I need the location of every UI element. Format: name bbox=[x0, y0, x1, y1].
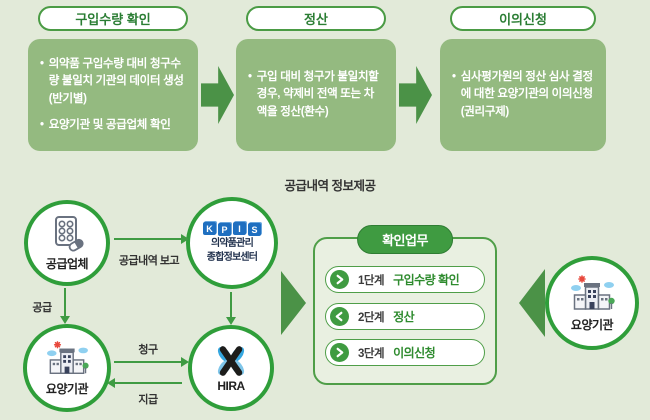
hospital-icon bbox=[571, 275, 615, 310]
node-care-right-label: 요양기관 bbox=[570, 318, 614, 332]
task-step-2-name: 정산 bbox=[393, 310, 415, 324]
node-care-institution-right: 요양기관 bbox=[545, 256, 639, 350]
diagram-section-title: 공급내역 정보제공 bbox=[284, 179, 376, 193]
bullet-item: • 구입 대비 청구가 불일치할 경우, 약제비 전액 또는 차액을 정산(환수… bbox=[248, 69, 384, 121]
chevron-right-icon bbox=[330, 343, 349, 362]
process-step-1-header: 구입수량 확인 bbox=[38, 6, 188, 31]
flow-arrow-right-icon bbox=[399, 66, 432, 124]
bullet-text: 구입 대비 청구가 불일치할 경우, 약제비 전액 또는 차액을 정산(환수) bbox=[256, 71, 379, 118]
bullet-marker: • bbox=[452, 71, 456, 84]
node-hira: HIRA bbox=[188, 325, 274, 411]
task-step-1-stage: 1단계 bbox=[358, 274, 385, 287]
process-step-3-header: 이의신청 bbox=[449, 6, 597, 31]
kpis-logo-letter: I bbox=[233, 222, 246, 235]
chevron-left-icon bbox=[330, 307, 349, 326]
bullet-marker: • bbox=[40, 118, 44, 131]
process-step-2-body: • 구입 대비 청구가 불일치할 경우, 약제비 전액 또는 차액을 정산(환수… bbox=[236, 39, 396, 151]
process-step-1: 구입수량 확인 • 의약품 구입수량 대비 청구수량 불일치 기관의 데이터 생… bbox=[28, 6, 198, 151]
bullet-item: • 의약품 구입수량 대비 청구수량 불일치 기관의 데이터 생성(반기별) bbox=[40, 56, 186, 108]
task-step-1: 1단계 구입수량 확인 bbox=[325, 266, 485, 293]
bullet-text: 의약품 구입수량 대비 청구수량 불일치 기관의 데이터 생성(반기별) bbox=[48, 58, 184, 105]
kpis-logo-letter: S bbox=[248, 223, 261, 236]
bullet-marker: • bbox=[40, 58, 44, 70]
bullet-text: 심사평가원의 정산 심사 결정에 대한 요양기관의 이의신청(권리구제) bbox=[460, 71, 593, 118]
arrow-supply-report-icon bbox=[114, 234, 189, 244]
bullet-item: • 요양기관 및 공급업체 확인 bbox=[40, 117, 186, 134]
edge-label-supply-report: 공급내역 보고 bbox=[118, 255, 180, 267]
task-step-3-stage: 3단계 bbox=[358, 347, 385, 360]
node-kpis: K P I S 의약품관리 종합정보센터 bbox=[186, 197, 278, 289]
task-step-1-name: 구입수량 확인 bbox=[393, 273, 460, 287]
arrow-payment-icon bbox=[107, 378, 182, 388]
node-kpis-label-line1: 의약품관리 bbox=[210, 238, 254, 249]
process-step-2-header: 정산 bbox=[245, 6, 387, 31]
node-kpis-label-line2: 종합정보센터 bbox=[206, 251, 258, 263]
kpis-logo-letter: K bbox=[203, 222, 216, 235]
arrow-claim-icon bbox=[114, 357, 189, 367]
big-arrow-right-icon bbox=[281, 271, 306, 335]
hira-logo-icon bbox=[217, 345, 245, 376]
task-box: 확인업무 1단계 구입수량 확인 2단계 정산 3단계 이의신청 bbox=[313, 225, 497, 385]
node-supplier: 공급업체 bbox=[24, 200, 110, 286]
chevron-right-icon bbox=[330, 270, 349, 289]
process-step-1-body: • 의약품 구입수량 대비 청구수량 불일치 기관의 데이터 생성(반기별) •… bbox=[28, 39, 198, 151]
node-care-institution-left: 요양기관 bbox=[23, 324, 111, 412]
bullet-item: • 심사평가원의 정산 심사 결정에 대한 요양기관의 이의신청(권리구제) bbox=[452, 69, 594, 121]
task-step-3-name: 이의신청 bbox=[393, 346, 436, 360]
task-step-3: 3단계 이의신청 bbox=[325, 339, 485, 366]
kpis-logo-letter: P bbox=[218, 223, 231, 236]
edge-label-payment: 지급 bbox=[138, 394, 158, 406]
bullet-marker: • bbox=[248, 71, 252, 84]
bullet-text: 요양기관 및 공급업체 확인 bbox=[48, 118, 171, 131]
node-hira-label: HIRA bbox=[217, 378, 245, 393]
big-arrow-left-icon bbox=[519, 269, 545, 337]
node-care-left-label: 요양기관 bbox=[45, 382, 89, 396]
kpis-logo-icon: K P I S bbox=[203, 222, 261, 236]
process-step-2: 정산 • 구입 대비 청구가 불일치할 경우, 약제비 전액 또는 차액을 정산… bbox=[236, 6, 396, 151]
process-step-3: 이의신청 • 심사평가원의 정산 심사 결정에 대한 요양기관의 이의신청(권리… bbox=[440, 6, 606, 151]
node-supplier-label: 공급업체 bbox=[45, 257, 89, 271]
edge-label-claim: 청구 bbox=[138, 344, 158, 356]
task-box-title: 확인업무 bbox=[357, 225, 453, 254]
flow-arrow-right-icon bbox=[201, 66, 234, 124]
arrow-kpis-to-hira-icon bbox=[226, 292, 236, 325]
hospital-icon bbox=[47, 341, 89, 374]
edge-label-supply: 공급 bbox=[32, 302, 52, 314]
arrow-supply-icon bbox=[60, 288, 70, 324]
task-step-2-stage: 2단계 bbox=[358, 311, 385, 324]
process-step-3-body: • 심사평가원의 정산 심사 결정에 대한 요양기관의 이의신청(권리구제) bbox=[440, 39, 606, 151]
pill-blister-icon bbox=[55, 216, 84, 252]
task-step-2: 2단계 정산 bbox=[325, 303, 485, 330]
